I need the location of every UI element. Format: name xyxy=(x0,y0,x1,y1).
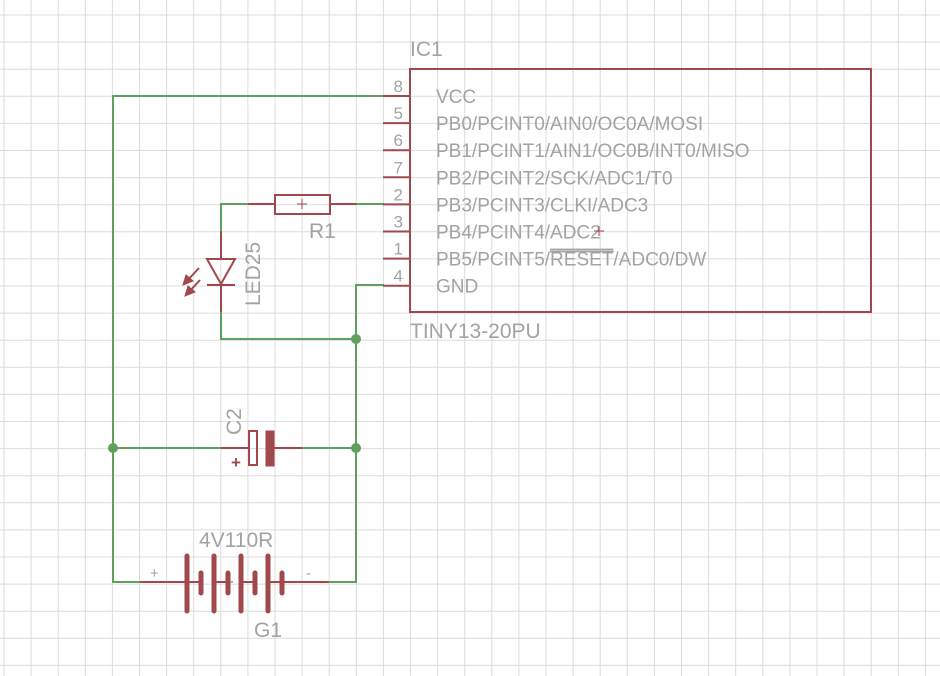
r1-component[interactable]: R1 xyxy=(248,194,356,243)
ic1-component[interactable]: IC1 TINY13-20PU 8VCC5PB0/PCINT0/AIN0/OC0… xyxy=(383,38,872,343)
junction-gnd-cap xyxy=(351,443,361,453)
g1-plus-mark: + xyxy=(150,565,159,582)
ic1-pin-name: PB2/PCINT2/SCK/ADC1/T0 xyxy=(436,168,673,189)
ic1-pin-number: 5 xyxy=(394,104,403,123)
wire-led-cathode[interactable] xyxy=(220,311,357,340)
g1-minus-mark: - xyxy=(306,565,311,582)
ic1-pin-name: GND xyxy=(436,277,478,298)
g1-cells xyxy=(184,553,285,614)
wire-gnd[interactable] xyxy=(328,284,384,583)
c2-refdes: C2 xyxy=(223,408,246,435)
led25-refdes: LED25 xyxy=(242,242,265,306)
ic1-pin-number: 2 xyxy=(394,185,403,204)
ic1-pin-name: PB0/PCINT0/AIN0/OC0A/MOSI xyxy=(436,114,703,135)
ic1-pin-number: 8 xyxy=(394,77,403,96)
wires xyxy=(112,95,384,583)
ic1-pin-number: 4 xyxy=(394,267,403,286)
c2-plate-negative[interactable] xyxy=(265,430,275,467)
ic1-value: TINY13-20PU xyxy=(410,320,541,343)
g1-battery-component[interactable]: + - 4V110R G1 xyxy=(140,529,329,642)
ic1-pin-name: VCC xyxy=(436,87,476,108)
r1-refdes: R1 xyxy=(309,220,336,243)
ic1-pin-number: 3 xyxy=(394,213,403,232)
c2-component[interactable]: + C2 xyxy=(221,408,302,472)
junction-vcc-cap xyxy=(108,443,118,453)
c2-plate-positive[interactable] xyxy=(248,430,258,466)
led-light-arrows-icon xyxy=(182,267,201,297)
ic1-pin-name: PB3/PCINT3/CLKI/ADC3 xyxy=(436,195,648,216)
ic1-pins: 8VCC5PB0/PCINT0/AIN0/OC0A/MOSI6PB1/PCINT… xyxy=(383,77,750,298)
wire-vcc[interactable] xyxy=(112,95,384,583)
g1-value: 4V110R xyxy=(199,529,273,552)
c2-polarity-mark: + xyxy=(231,453,241,472)
led25-component[interactable]: LED25 xyxy=(182,231,265,312)
junction-gnd-led xyxy=(351,334,361,344)
ic1-body[interactable] xyxy=(409,68,872,313)
ic1-pin-number: 7 xyxy=(394,158,403,177)
ic1-pin-name-overline: RESET xyxy=(550,250,614,271)
led-diode-triangle[interactable] xyxy=(205,258,237,287)
ic1-refdes: IC1 xyxy=(410,38,443,61)
wire-led-anode[interactable] xyxy=(220,203,249,232)
ic1-pin-number: 6 xyxy=(394,131,403,150)
g1-refdes: G1 xyxy=(254,619,282,642)
ic1-pin-name: PB1/PCINT1/AIN1/OC0B/INT0/MISO xyxy=(436,141,750,162)
ic1-pin-name: PB5/PCINT5/RESET/ADC0/DW xyxy=(436,250,706,271)
ic1-pin-name: PB4/PCINT4/ADC2 xyxy=(436,223,601,244)
ic1-pin-number: 1 xyxy=(394,240,403,259)
